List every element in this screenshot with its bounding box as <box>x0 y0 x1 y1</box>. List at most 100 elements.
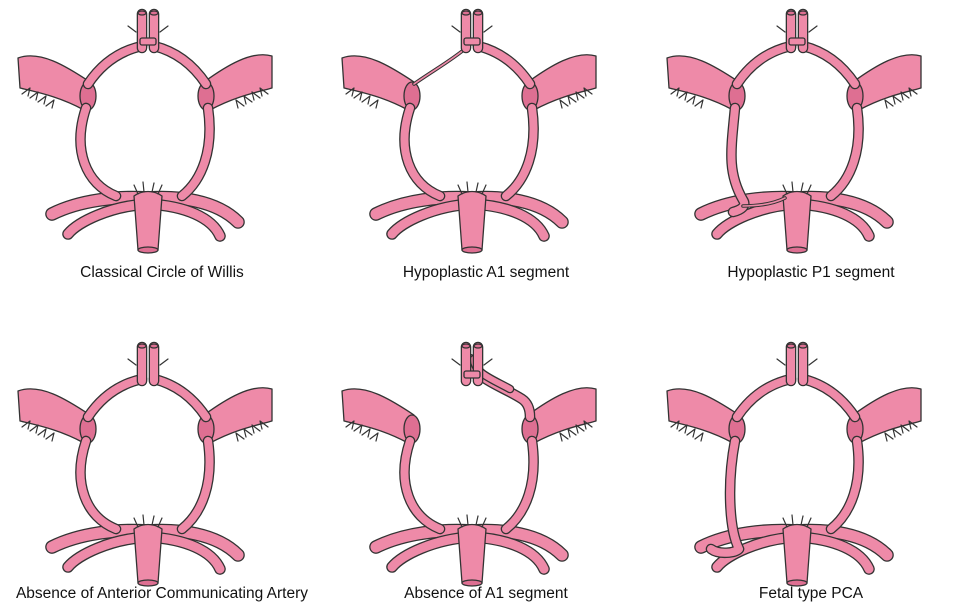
left-a1 <box>737 46 791 84</box>
right-pcom <box>831 108 859 196</box>
left-a2-branch <box>128 359 136 365</box>
circle-of-willis <box>18 11 272 253</box>
panel-classical: Classical Circle of Willis <box>0 0 324 303</box>
diagram-fetal-pca <box>649 303 973 583</box>
right-a1 <box>803 46 855 84</box>
left-a1 <box>88 379 142 417</box>
left-lenticulostriate-1 <box>679 92 687 100</box>
right-a2-branch <box>160 359 168 365</box>
caption-absent-a1: Absence of A1 segment <box>324 585 648 603</box>
left-lenticulostriate-2 <box>38 429 46 437</box>
basilar-artery <box>134 192 162 251</box>
panel-hypoplastic-a1: Hypoplastic A1 segment <box>324 0 648 303</box>
panel-absent-acom: Absence of Anterior Communicating Artery <box>0 303 324 606</box>
caption-absent-acom: Absence of Anterior Communicating Artery <box>0 585 324 603</box>
right-a2-branch <box>484 359 492 365</box>
right-lenticulostriate-1 <box>568 429 576 437</box>
left-lenticulostriate-2 <box>687 96 695 104</box>
left-lenticulostriate-1 <box>30 92 38 100</box>
acom-artery <box>464 371 480 378</box>
left-a2-end <box>787 11 795 15</box>
right-lenticulostriate-2 <box>901 425 909 433</box>
left-a2-branch <box>777 26 785 32</box>
perforator-2 <box>476 516 478 525</box>
left-a2-branch <box>777 359 785 365</box>
basilar-artery <box>134 525 162 584</box>
left-lenticulostriate-1 <box>354 425 362 433</box>
left-a2-end <box>787 344 795 348</box>
right-a2-end <box>799 344 807 348</box>
right-lenticulostriate-0 <box>236 100 244 108</box>
right-a2-end <box>150 344 158 348</box>
basilar-cut-end <box>138 247 158 253</box>
right-lenticulostriate-2 <box>252 425 260 433</box>
right-pcom <box>182 108 210 196</box>
panel-hypoplastic-p1: Hypoplastic P1 segment <box>649 0 973 303</box>
perforator-2 <box>476 183 478 192</box>
right-pcom <box>831 441 859 529</box>
right-a2-branch <box>809 26 817 32</box>
left-a1-hypoplastic <box>414 48 466 84</box>
perforator-1 <box>143 515 144 525</box>
circle-of-willis <box>667 344 921 586</box>
right-lenticulostriate-2 <box>252 92 260 100</box>
acom-artery <box>464 38 480 45</box>
right-lenticulostriate-0 <box>885 433 893 441</box>
right-lenticulostriate-1 <box>568 96 576 104</box>
perforator-2 <box>801 183 803 192</box>
right-a2-end <box>474 11 482 15</box>
circle-of-willis <box>667 11 921 253</box>
left-lenticulostriate-3 <box>695 433 703 441</box>
basilar-artery <box>458 525 486 584</box>
right-lenticulostriate-2 <box>901 92 909 100</box>
basilar-artery <box>783 192 811 251</box>
circle-of-willis <box>342 11 596 253</box>
diagram-absent-acom <box>0 303 324 583</box>
diagram-classical <box>0 0 324 260</box>
panel-absent-a1: Absence of A1 segment <box>324 303 648 606</box>
right-lenticulostriate-0 <box>236 433 244 441</box>
left-pcom <box>405 108 440 196</box>
left-a2-branch <box>128 26 136 32</box>
right-a2-branch <box>484 26 492 32</box>
right-pcom <box>506 108 534 196</box>
right-pcom <box>506 441 534 529</box>
left-a2-end <box>462 11 470 15</box>
left-a1 <box>737 379 791 417</box>
caption-fetal-pca: Fetal type PCA <box>649 585 973 603</box>
basilar-artery <box>458 192 486 251</box>
acom-artery <box>140 38 156 45</box>
basilar-artery <box>783 525 811 584</box>
right-lenticulostriate-1 <box>244 96 252 104</box>
right-lenticulostriate-2 <box>576 92 584 100</box>
perforator-1 <box>792 182 793 192</box>
left-lenticulostriate-3 <box>46 433 54 441</box>
caption-hypoplastic-p1: Hypoplastic P1 segment <box>649 264 973 282</box>
right-lenticulostriate-1 <box>893 96 901 104</box>
caption-classical: Classical Circle of Willis <box>0 264 324 282</box>
left-lenticulostriate-3 <box>46 100 54 108</box>
right-a2-branch <box>809 359 817 365</box>
left-pcom <box>405 441 440 529</box>
perforator-1 <box>467 182 468 192</box>
left-a2-branch <box>452 359 460 365</box>
perforator-1 <box>792 515 793 525</box>
right-a2-end <box>150 11 158 15</box>
left-pcom <box>81 441 116 529</box>
left-a2-end <box>462 344 470 348</box>
caption-hypoplastic-a1: Hypoplastic A1 segment <box>324 264 648 282</box>
right-a2-branch <box>160 26 168 32</box>
circle-of-willis <box>18 344 272 586</box>
basilar-cut-end <box>462 247 482 253</box>
left-pcom <box>81 108 116 196</box>
right-pcom <box>182 441 210 529</box>
left-lenticulostriate-1 <box>30 425 38 433</box>
basilar-cut-end <box>787 247 807 253</box>
perforator-2 <box>152 183 154 192</box>
panel-fetal-pca: Fetal type PCA <box>649 303 973 606</box>
right-lenticulostriate-0 <box>885 100 893 108</box>
left-a2-branch <box>452 26 460 32</box>
perforator-2 <box>152 516 154 525</box>
left-lenticulostriate-2 <box>687 429 695 437</box>
right-lenticulostriate-2 <box>576 425 584 433</box>
